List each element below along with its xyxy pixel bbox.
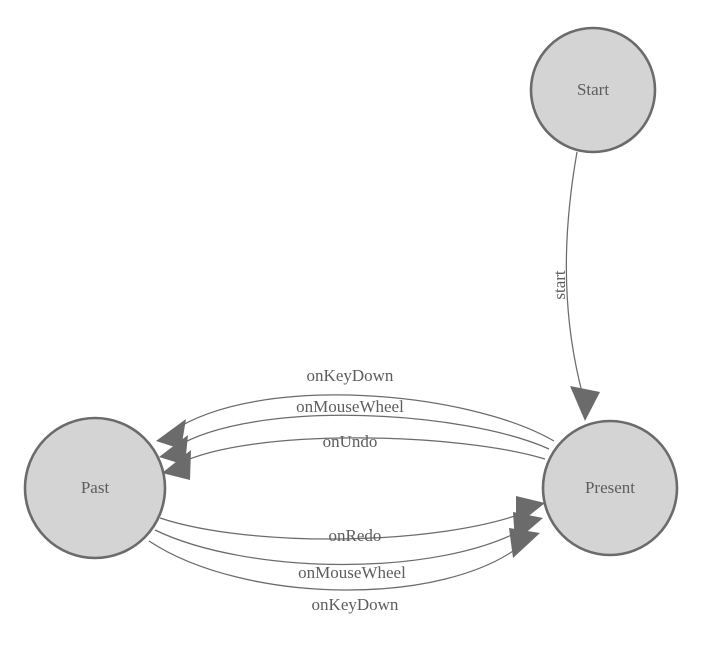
edge-past-to-present-onkeydown-path	[148, 540, 525, 591]
edge-label-start: start	[550, 270, 569, 300]
edge-present-to-past-onundo-path	[177, 437, 546, 465]
edge-present-to-past-onkeydown[interactable]: onKeyDown	[156, 366, 555, 449]
edge-past-to-present-onmousewheel-path	[154, 526, 528, 566]
edge-past-to-present-onredo-path	[159, 510, 530, 540]
node-start-label: Start	[577, 80, 609, 99]
edge-past-to-present-onmousewheel[interactable]: onMouseWheel	[154, 512, 543, 582]
edge-present-to-past-onundo[interactable]: onUndo	[162, 432, 546, 480]
node-past[interactable]: Past	[23, 416, 167, 560]
edge-past-to-present-onredo[interactable]: onRedo	[159, 496, 545, 545]
edge-label-past-present-onmousewheel: onMouseWheel	[298, 563, 406, 582]
node-past-circle	[23, 416, 167, 560]
edge-label-present-past-onkeydown: onKeyDown	[307, 366, 394, 385]
edge-present-to-past-onmousewheel[interactable]: onMouseWheel	[159, 397, 550, 465]
edge-label-present-past-onmousewheel: onMouseWheel	[296, 397, 404, 416]
edge-present-to-past-onkeydown-path	[170, 394, 555, 442]
node-present-label: Present	[585, 478, 635, 497]
node-past-label: Past	[81, 478, 110, 497]
edge-label-past-present-onkeydown: onKeyDown	[312, 595, 399, 614]
edge-start-to-present[interactable]: start	[550, 151, 600, 421]
node-present[interactable]: Present	[541, 419, 679, 557]
edge-past-to-present-onkeydown[interactable]: onKeyDown	[148, 528, 540, 614]
node-present-circle	[541, 419, 679, 557]
arrowhead-past-3	[162, 450, 191, 480]
edge-label-past-present-onredo: onRedo	[329, 526, 382, 545]
node-start[interactable]: Start	[529, 26, 657, 154]
edge-present-to-past-onmousewheel-path	[173, 414, 550, 450]
node-start-circle	[529, 26, 657, 154]
edge-start-to-present-path	[565, 151, 583, 393]
arrowhead-present-top	[570, 386, 600, 421]
arrowhead-past-2	[159, 435, 188, 465]
arrowhead-present-3	[509, 528, 540, 558]
edge-label-present-past-onundo: onUndo	[323, 432, 378, 451]
arrowhead-past-1	[156, 419, 186, 449]
